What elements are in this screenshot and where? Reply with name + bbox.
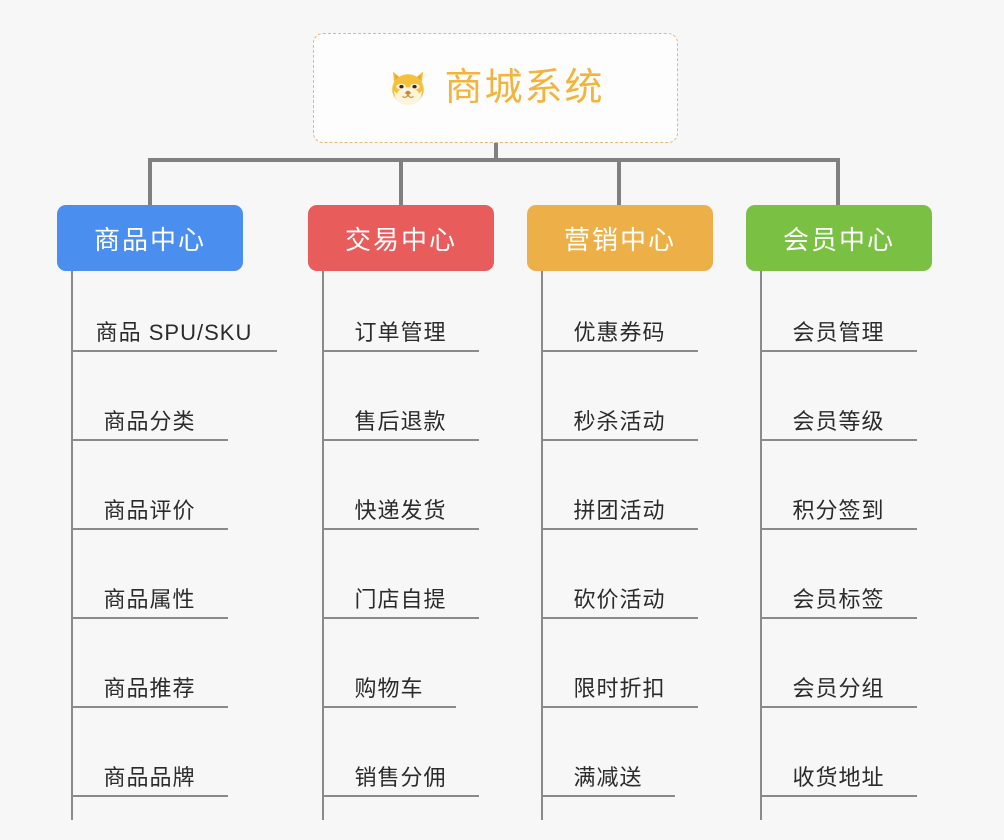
leaf-label: 会员管理 <box>792 320 885 345</box>
leaf-label: 限时折扣 <box>573 676 666 701</box>
leaf-label: 商品品牌 <box>103 765 196 790</box>
shiba-dog-icon <box>386 66 430 110</box>
leaf-label: 商品分类 <box>103 409 196 434</box>
leaf-item[interactable]: 会员标签 <box>760 571 917 619</box>
leaf-label: 销售分佣 <box>354 765 447 790</box>
branch-box-4[interactable]: 会员中心 <box>746 205 932 271</box>
root-title: 商城系统 <box>444 67 605 109</box>
leaf-item[interactable]: 满减送 <box>541 749 675 797</box>
leaf-label: 商品 SPU/SKU <box>95 320 253 345</box>
leaf-item[interactable]: 售后退款 <box>322 393 479 441</box>
leaf-item[interactable]: 会员管理 <box>760 304 917 352</box>
connector-drop-2 <box>399 158 403 207</box>
branch-label-4: 会员中心 <box>782 224 895 255</box>
branch-label-1: 商品中心 <box>93 224 206 255</box>
branch-spine-3 <box>541 271 543 820</box>
connector-bus <box>148 158 840 162</box>
leaf-item[interactable]: 商品 SPU/SKU <box>71 304 277 352</box>
connector-drop-4 <box>836 158 840 207</box>
leaf-label: 会员分组 <box>792 676 885 701</box>
leaf-item[interactable]: 积分签到 <box>760 482 917 530</box>
leaf-item[interactable]: 商品分类 <box>71 393 228 441</box>
leaf-item[interactable]: 秒杀活动 <box>541 393 698 441</box>
leaf-label: 秒杀活动 <box>573 409 666 434</box>
leaf-item[interactable]: 会员分组 <box>760 660 917 708</box>
leaf-label: 会员等级 <box>792 409 885 434</box>
leaf-label: 商品评价 <box>103 498 196 523</box>
leaf-label: 门店自提 <box>354 587 447 612</box>
leaf-label: 订单管理 <box>354 320 447 345</box>
branch-spine-2 <box>322 271 324 820</box>
leaf-label: 会员标签 <box>792 587 885 612</box>
leaf-item[interactable]: 商品推荐 <box>71 660 228 708</box>
leaf-label: 砍价活动 <box>573 587 666 612</box>
leaf-item[interactable]: 收货地址 <box>760 749 917 797</box>
leaf-item[interactable]: 优惠券码 <box>541 304 698 352</box>
leaf-label: 购物车 <box>354 676 424 701</box>
leaf-label: 拼团活动 <box>573 498 666 523</box>
branch-label-3: 营销中心 <box>563 224 676 255</box>
connector-root-stem <box>494 143 498 162</box>
branch-box-3[interactable]: 营销中心 <box>527 205 713 271</box>
branch-spine-1 <box>71 271 73 820</box>
leaf-label: 优惠券码 <box>573 320 666 345</box>
leaf-item[interactable]: 拼团活动 <box>541 482 698 530</box>
leaf-item[interactable]: 销售分佣 <box>322 749 479 797</box>
leaf-label: 积分签到 <box>792 498 885 523</box>
leaf-label: 售后退款 <box>354 409 447 434</box>
leaf-item[interactable]: 商品属性 <box>71 571 228 619</box>
root-node[interactable]: 商城系统 <box>313 33 678 143</box>
leaf-item[interactable]: 商品品牌 <box>71 749 228 797</box>
branch-label-2: 交易中心 <box>344 224 457 255</box>
branch-spine-4 <box>760 271 762 820</box>
leaf-label: 收货地址 <box>792 765 885 790</box>
connector-drop-3 <box>617 158 621 207</box>
leaf-item[interactable]: 订单管理 <box>322 304 479 352</box>
leaf-item[interactable]: 快递发货 <box>322 482 479 530</box>
leaf-label: 快递发货 <box>354 498 447 523</box>
leaf-item[interactable]: 砍价活动 <box>541 571 698 619</box>
branch-box-2[interactable]: 交易中心 <box>308 205 494 271</box>
branch-box-1[interactable]: 商品中心 <box>57 205 243 271</box>
leaf-item[interactable]: 限时折扣 <box>541 660 698 708</box>
leaf-label: 满减送 <box>573 765 643 790</box>
connector-drop-1 <box>148 158 152 207</box>
leaf-item[interactable]: 商品评价 <box>71 482 228 530</box>
leaf-item[interactable]: 购物车 <box>322 660 456 708</box>
leaf-item[interactable]: 门店自提 <box>322 571 479 619</box>
leaf-item[interactable]: 会员等级 <box>760 393 917 441</box>
leaf-label: 商品属性 <box>103 587 196 612</box>
leaf-label: 商品推荐 <box>103 676 196 701</box>
